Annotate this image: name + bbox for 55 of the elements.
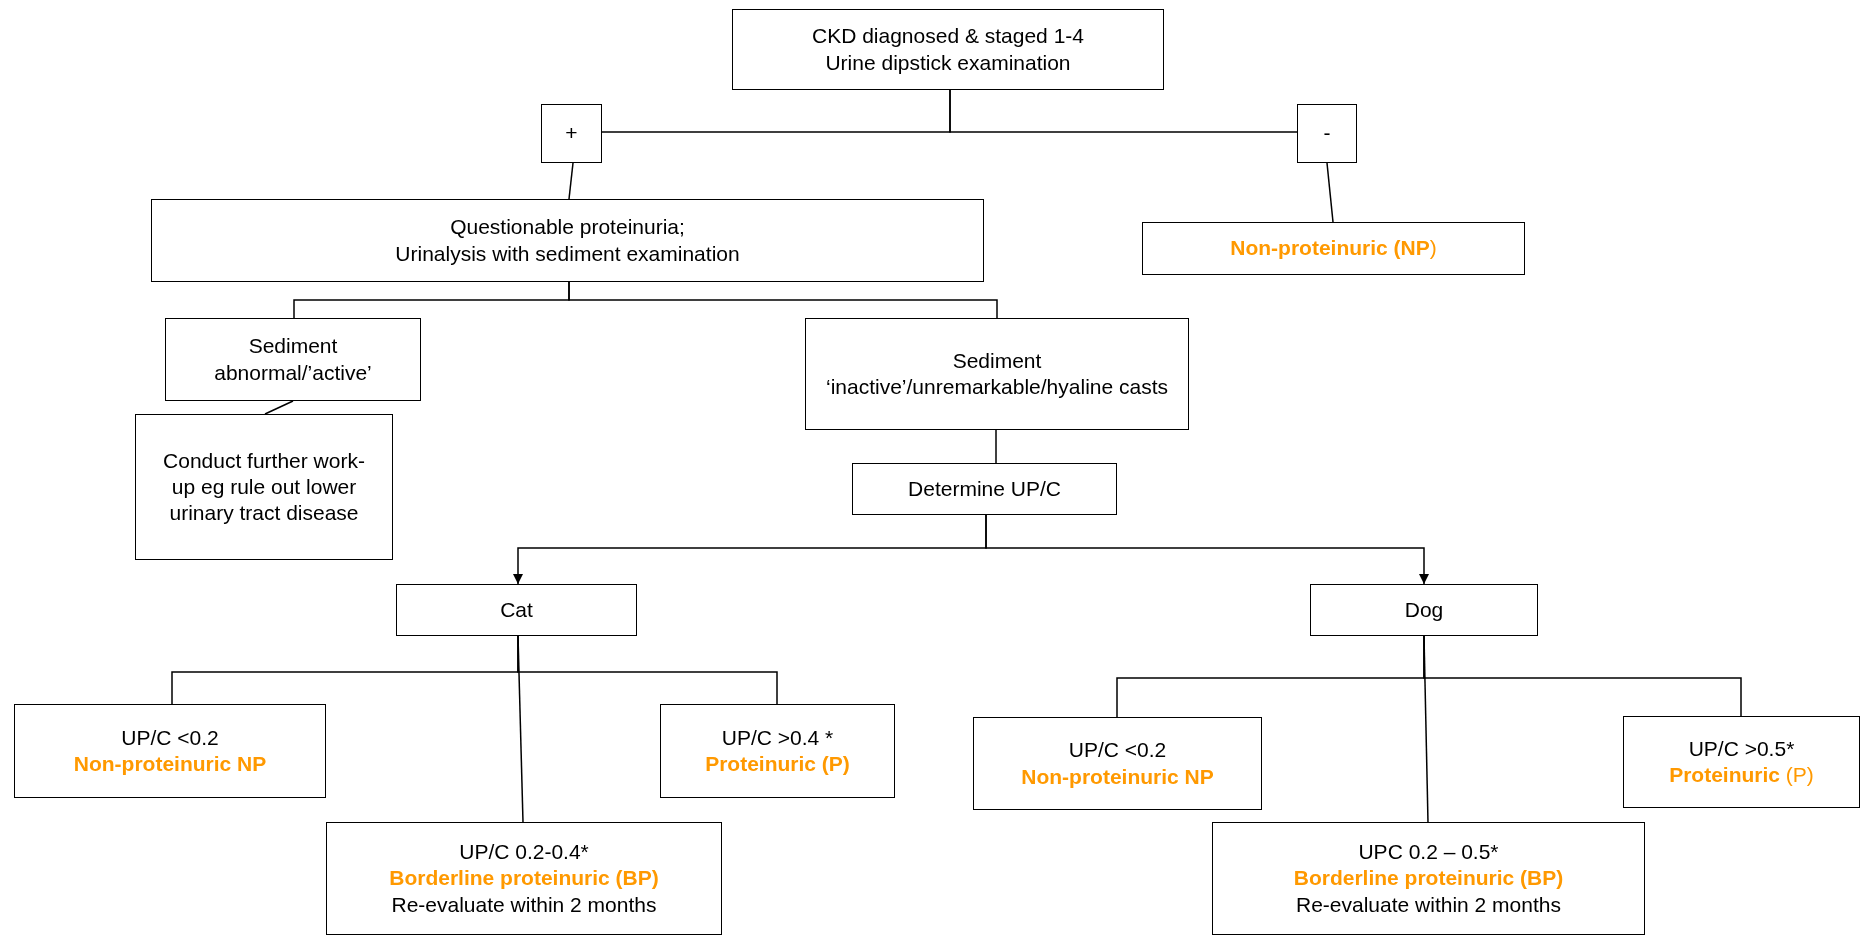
- box-text: Urine dipstick examination: [825, 49, 1071, 76]
- process-box: [165, 318, 421, 401]
- box-text: Questionable proteinuria;: [450, 214, 685, 241]
- connector-line: [568, 162, 574, 200]
- box-text: Determine UP/C: [908, 475, 1061, 502]
- box-text: Re-evaluate within 2 months: [391, 891, 657, 918]
- box-text: Dog: [1404, 596, 1444, 623]
- box-text: UP/C <0.2: [1068, 737, 1167, 764]
- box-text: Re-evaluate within 2 months: [1296, 891, 1561, 918]
- result-box: [1623, 716, 1860, 808]
- result-text: Non-proteinuric NP: [73, 751, 267, 777]
- box-text: ‘inactive’/unremarkable/hyaline casts: [826, 374, 1168, 400]
- result-box: [1212, 822, 1645, 935]
- box-text: abnormal/’active’: [214, 359, 372, 386]
- box-text: Conduct further work-up eg rule out lower urinary tract disease: [162, 447, 366, 527]
- process-box: [135, 414, 393, 560]
- box-text: Sediment: [952, 347, 1042, 374]
- box-text: Urinalysis with sediment examination: [395, 240, 740, 267]
- arrow: [985, 514, 1429, 585]
- connector-line: [1326, 162, 1334, 223]
- sign-box: [541, 104, 602, 163]
- box-text: UP/C <0.2: [121, 724, 219, 751]
- result-box: [326, 822, 722, 935]
- process-box: [852, 463, 1117, 515]
- box-text: UP/C >0.4 *: [721, 724, 834, 751]
- result-text: Non-proteinuric NP: [1021, 763, 1214, 790]
- connector-line: [1423, 635, 1429, 823]
- sign-box: [1297, 104, 1357, 163]
- connector-line: [517, 635, 524, 823]
- result-text: Non-proteinuric (NP): [1230, 235, 1437, 262]
- box-text: +: [565, 120, 578, 147]
- box-text: Sediment: [248, 333, 338, 360]
- box-text: Cat: [500, 596, 533, 623]
- process-box: [805, 318, 1189, 430]
- result-box: [1142, 222, 1525, 275]
- process-box: [732, 9, 1164, 90]
- process-box: [151, 199, 984, 282]
- species-box: [1310, 584, 1538, 636]
- box-text: UP/C >0.5*: [1688, 735, 1795, 762]
- connector-line: [995, 429, 997, 464]
- result-text: Proteinuric (P): [1669, 762, 1814, 788]
- connector-line: [949, 89, 1298, 133]
- result-box: [973, 717, 1262, 810]
- result-text: Borderline proteinuric (BP): [1293, 865, 1564, 892]
- result-box: [660, 704, 895, 798]
- connector-line: [264, 400, 294, 415]
- result-box: [14, 704, 326, 798]
- box-text: UP/C 0.2-0.4*: [459, 839, 589, 866]
- species-box: [396, 584, 637, 636]
- box-text: UPC 0.2 – 0.5*: [1358, 839, 1499, 866]
- result-text: Proteinuric (P): [705, 751, 850, 777]
- box-text: CKD diagnosed & staged 1-4: [812, 23, 1084, 50]
- box-text: -: [1323, 120, 1331, 147]
- result-text: Borderline proteinuric (BP): [389, 865, 659, 892]
- connector-line: [568, 281, 998, 319]
